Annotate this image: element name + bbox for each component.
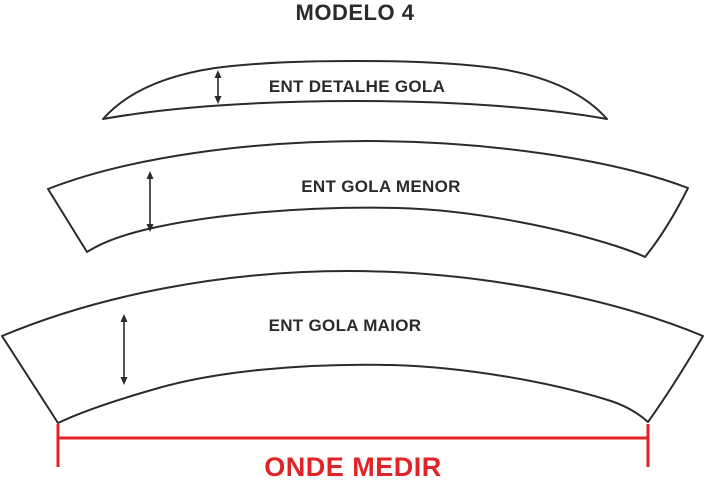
measure-bracket-line	[56, 424, 650, 467]
height-arrow-head-top	[120, 314, 128, 322]
height-arrow-head-bottom	[120, 377, 128, 385]
piece-ent-gola-menor-label: ENT GOLA MENOR	[301, 177, 460, 196]
height-arrow-head-top	[146, 171, 154, 179]
piece-ent-gola-maior-outline	[1, 270, 704, 424]
piece-ent-gola-menor-outline	[47, 140, 689, 258]
piece-ent-detalhe-gola: ENT DETALHE GOLA	[102, 60, 608, 120]
piece-ent-gola-maior-label: ENT GOLA MAIOR	[269, 316, 422, 335]
piece-ent-gola-maior: ENT GOLA MAIOR	[1, 270, 704, 424]
diagram-title: MODELO 4	[296, 0, 415, 25]
measurement-indicator: ONDE MEDIR	[56, 424, 650, 480]
piece-ent-detalhe-gola-label: ENT DETALHE GOLA	[269, 77, 445, 96]
height-arrow-head-bottom	[146, 224, 154, 232]
height-arrow-icon	[146, 171, 154, 232]
piece-ent-gola-menor: ENT GOLA MENOR	[47, 140, 689, 258]
measure-label: ONDE MEDIR	[264, 452, 442, 480]
height-arrow-icon	[120, 314, 128, 385]
height-arrow-head-bottom	[214, 96, 222, 104]
piece-ent-detalhe-gola-outline	[102, 60, 608, 120]
height-arrow-icon	[214, 70, 222, 104]
height-arrow-head-top	[214, 70, 222, 78]
